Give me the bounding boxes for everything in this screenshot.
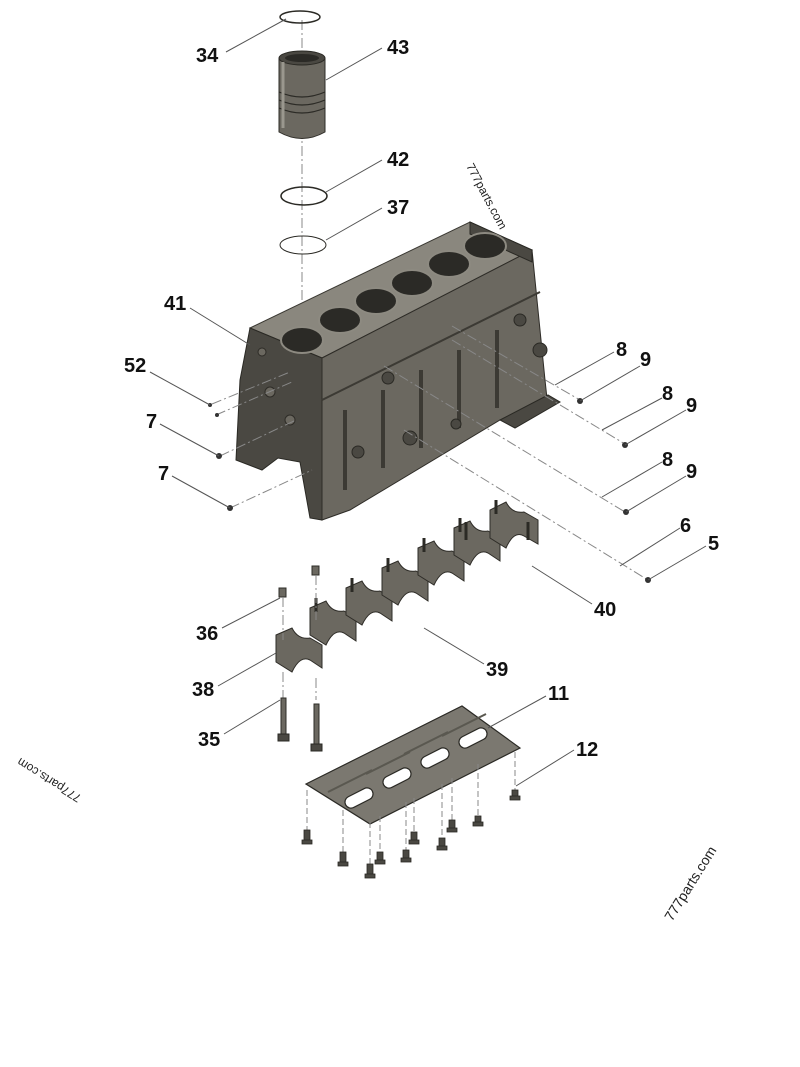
part-11-plate bbox=[304, 705, 522, 825]
callout-35: 35 bbox=[198, 729, 220, 751]
plug-line-8b bbox=[451, 339, 626, 445]
callout-38: 38 bbox=[192, 679, 214, 701]
watermark-bottom-right: 777parts.com bbox=[661, 843, 720, 923]
callout-7-upper: 7 bbox=[146, 411, 157, 433]
callout-8-middle: 8 bbox=[662, 383, 673, 405]
part-42-seal-ring bbox=[280, 186, 328, 206]
callout-41: 41 bbox=[164, 293, 186, 315]
callout-9-middle: 9 bbox=[686, 395, 697, 417]
callout-8-lower: 8 bbox=[662, 449, 673, 471]
part-12-screws bbox=[301, 752, 521, 879]
plug-line-52 bbox=[211, 371, 291, 405]
callout-39: 39 bbox=[486, 659, 508, 681]
plug-line-8c bbox=[383, 365, 626, 513]
part-43-cylinder-liner bbox=[278, 50, 326, 139]
watermark-top: 777parts.com bbox=[463, 161, 509, 232]
callout-36: 36 bbox=[196, 623, 218, 645]
callout-5: 5 bbox=[708, 533, 719, 555]
plug-line-6 bbox=[403, 429, 649, 581]
plug-line-7a bbox=[219, 419, 297, 457]
callout-37: 37 bbox=[387, 197, 409, 219]
part-36-dowels bbox=[278, 565, 320, 640]
callout-6: 6 bbox=[680, 515, 691, 537]
part-37-seal-ring bbox=[279, 235, 327, 255]
plug-line-7b bbox=[229, 469, 313, 509]
callout-7-lower: 7 bbox=[158, 463, 169, 485]
callout-43: 43 bbox=[387, 37, 409, 59]
bearing-caps bbox=[275, 500, 539, 673]
callout-40: 40 bbox=[594, 599, 616, 621]
callout-9-upper: 9 bbox=[640, 349, 651, 371]
plug-line-52b bbox=[215, 381, 293, 416]
callout-11: 11 bbox=[548, 683, 569, 705]
callout-12: 12 bbox=[576, 739, 598, 761]
watermark-left: 777parts.com bbox=[15, 755, 84, 805]
part-34-o-ring bbox=[279, 10, 321, 24]
plug-line-8a bbox=[451, 325, 581, 401]
part-35-bolts bbox=[277, 672, 323, 752]
callout-42: 42 bbox=[387, 149, 409, 171]
callout-52: 52 bbox=[124, 355, 146, 377]
callout-8-upper: 8 bbox=[616, 339, 627, 361]
part-41-cylinder-block bbox=[235, 221, 561, 521]
callout-9-lower: 9 bbox=[686, 461, 697, 483]
leader-lines bbox=[149, 18, 707, 787]
callout-34: 34 bbox=[196, 45, 219, 67]
plug-parts bbox=[208, 398, 651, 583]
